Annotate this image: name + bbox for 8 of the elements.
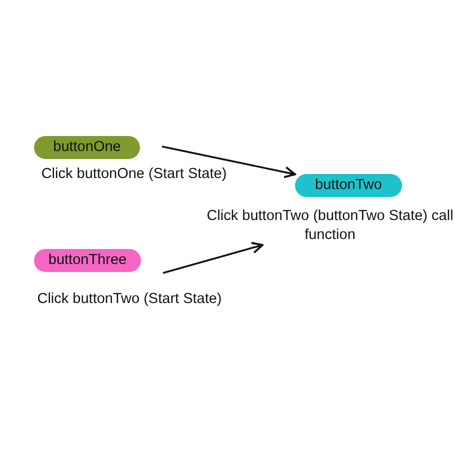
- caption-text: Click buttonTwo (buttonTwo State) call function: [206, 207, 454, 245]
- caption-text: Click buttonTwo (Start State): [36, 290, 223, 309]
- button-pill: buttonThree: [34, 249, 141, 272]
- arrow: [162, 242, 264, 274]
- button-pill: buttonTwo: [295, 174, 402, 197]
- caption-text: Click buttonOne (Start State): [40, 165, 228, 184]
- button-pill: buttonOne: [34, 136, 140, 159]
- arrow: [162, 146, 296, 178]
